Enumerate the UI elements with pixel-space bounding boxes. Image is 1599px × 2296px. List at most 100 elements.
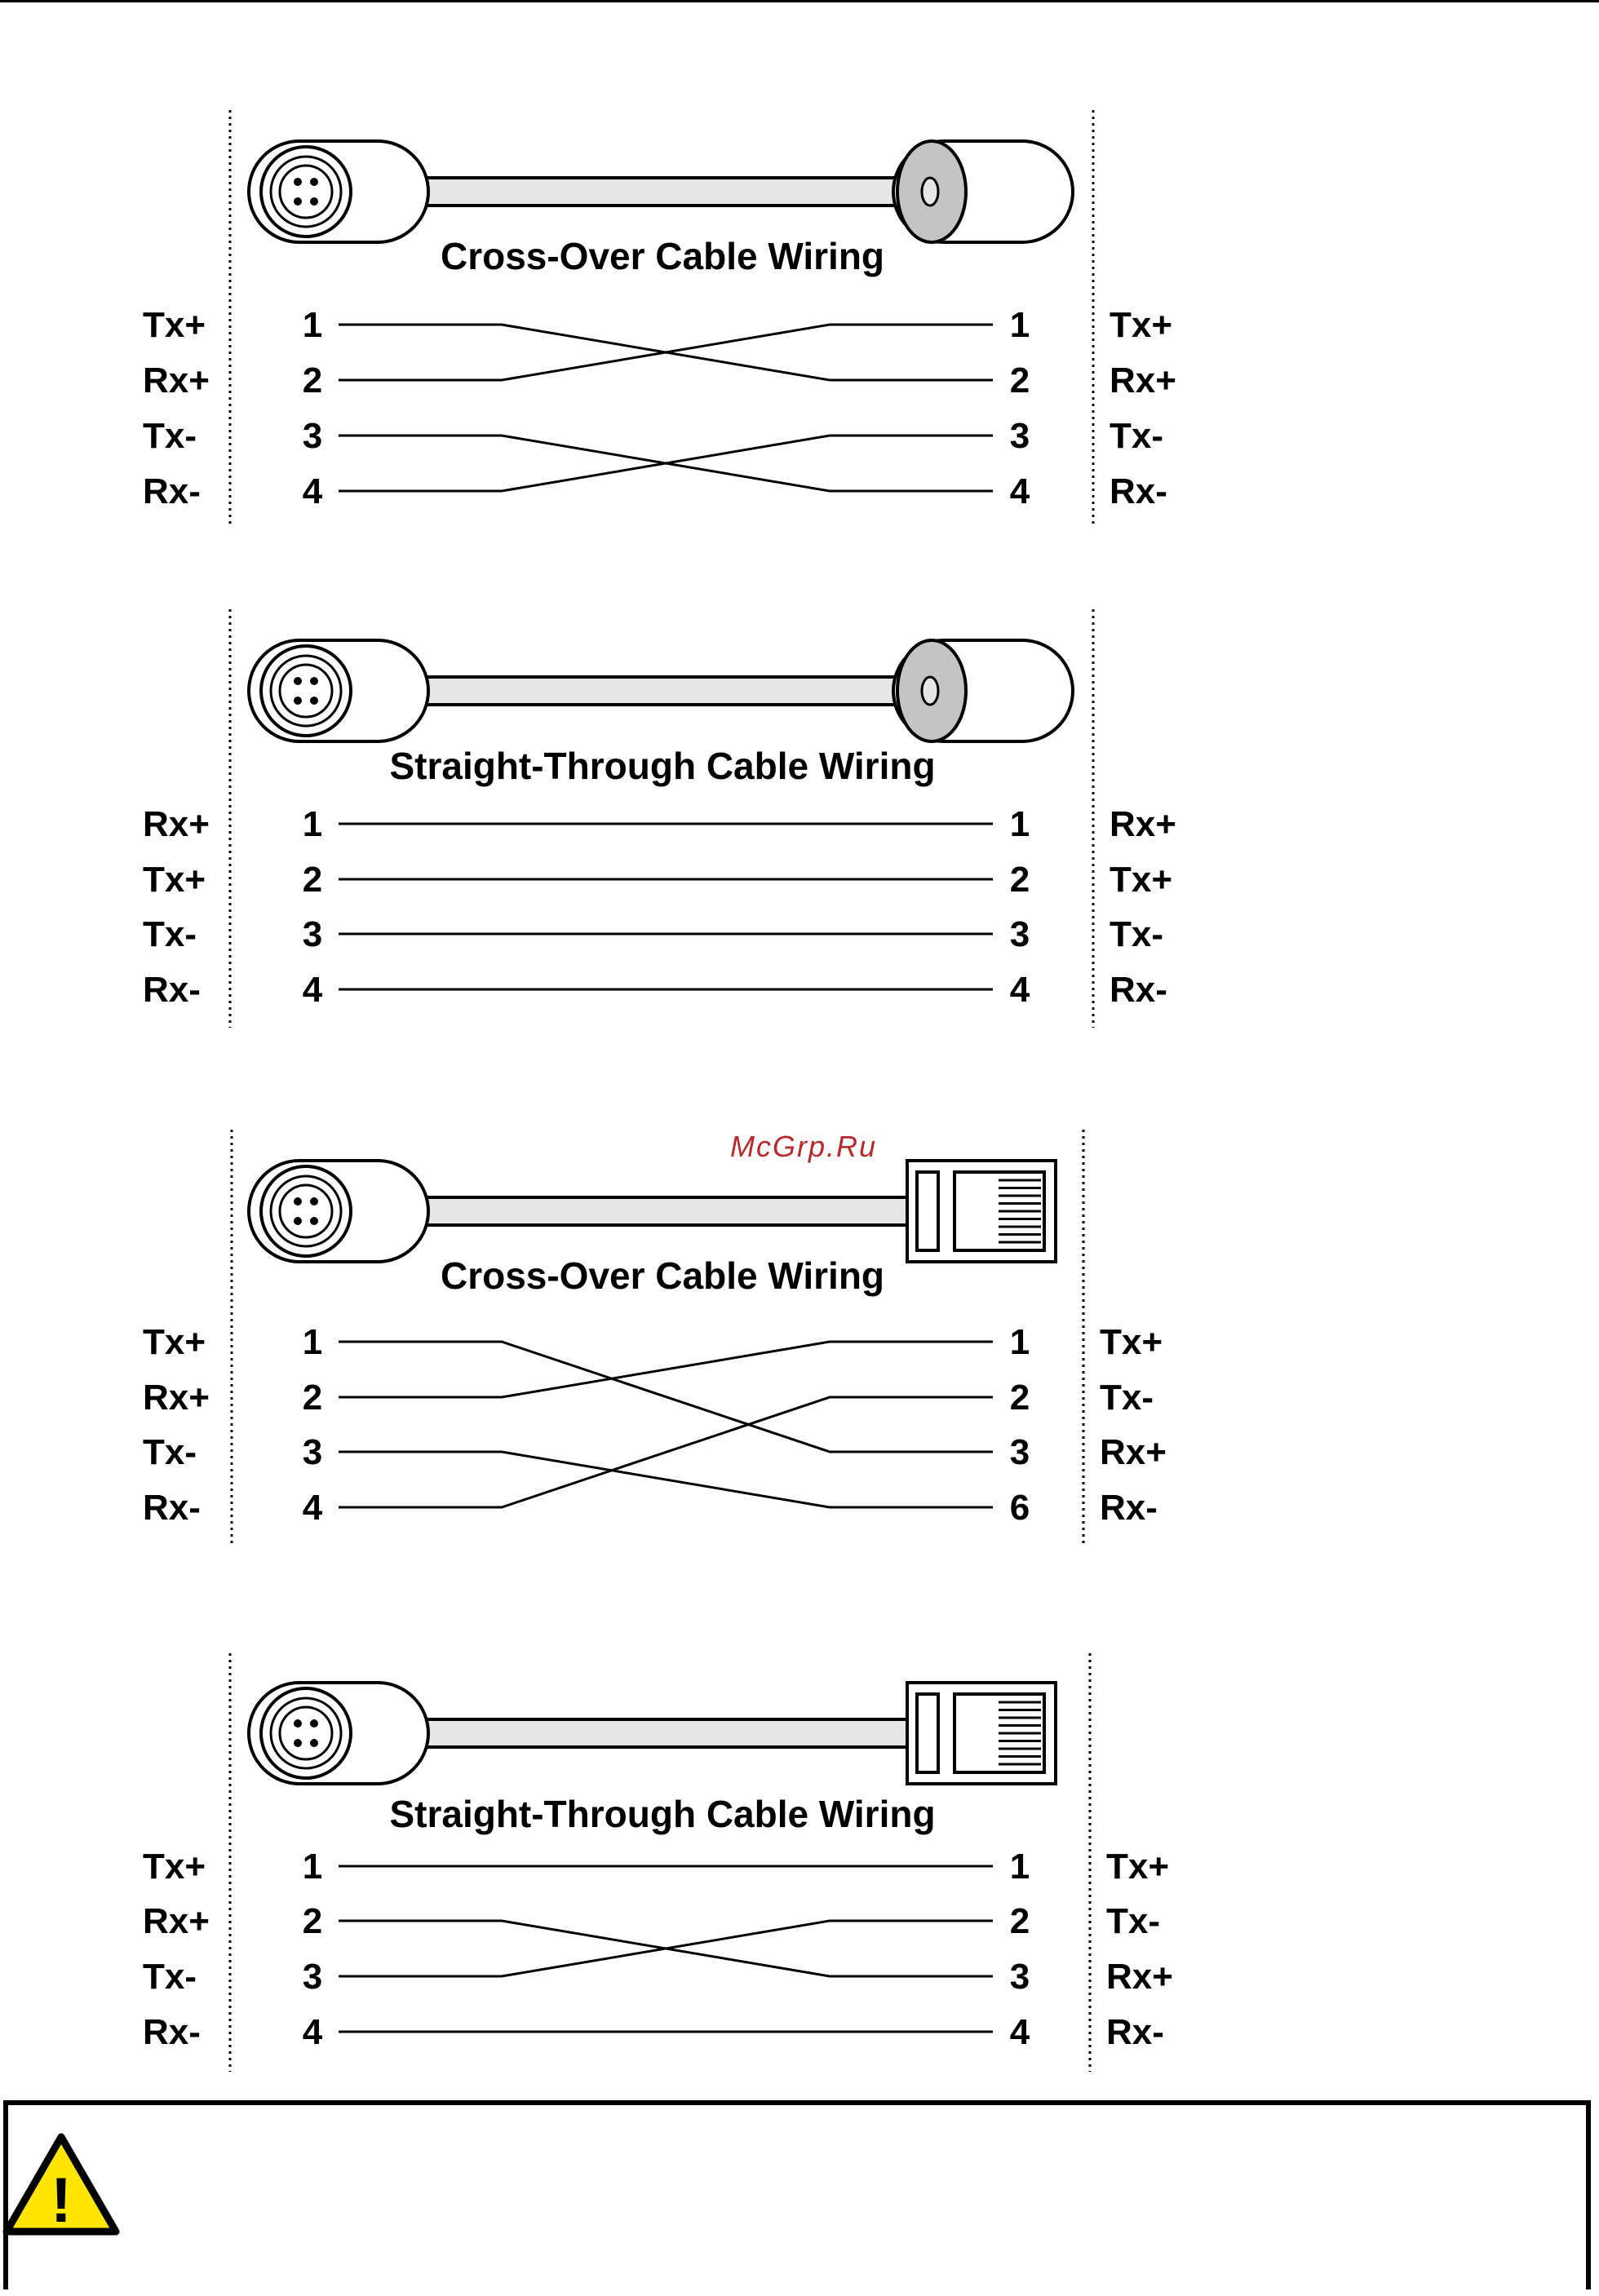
warning-symbol: !: [51, 2164, 72, 2236]
wire: [339, 1450, 993, 1509]
wire: [339, 1919, 993, 1978]
signal-label-right: Tx+: [1110, 305, 1172, 345]
pin-label-left: 4: [303, 471, 323, 511]
signal-label-left: Tx-: [143, 1432, 197, 1472]
signal-label-left: Tx+: [143, 1322, 206, 1362]
diagram-title: Cross-Over Cable Wiring: [441, 1254, 884, 1297]
signal-label-right: Tx+: [1106, 1847, 1169, 1887]
signal-label-right: Rx+: [1110, 804, 1176, 844]
connector-pin-dot: [310, 677, 318, 685]
connector-pin-dot: [294, 178, 302, 186]
signal-label-left: Rx+: [143, 1378, 210, 1418]
pin-label-right: 1: [1010, 804, 1030, 844]
wire: [339, 1396, 993, 1509]
signal-label-right: Tx+: [1110, 860, 1172, 900]
pin-label-right: 3: [1010, 1957, 1030, 1997]
diagram-title: Straight-Through Cable Wiring: [389, 1793, 935, 1835]
connector-face-inner: [278, 164, 334, 219]
connector-key: [308, 1728, 319, 1738]
pin-label-right: 2: [1010, 361, 1030, 400]
signal-label-left: Tx-: [143, 416, 197, 456]
signal-label-right: Rx-: [1100, 1488, 1158, 1528]
top-rule: [0, 0, 1599, 2]
pin-label-left: 3: [303, 1432, 322, 1472]
watermark: McGrp.Ru: [730, 1130, 877, 1163]
pin-label-right: 1: [1010, 305, 1030, 345]
pin-label-left: 4: [303, 1488, 323, 1528]
connector-pin-dot: [294, 1197, 302, 1206]
cable: [423, 1718, 911, 1749]
pin-label-right: 6: [1010, 1488, 1030, 1528]
rj45-latch: [915, 1170, 940, 1252]
pin-label-left: 1: [303, 1322, 322, 1362]
connector-face-inner: [278, 1183, 334, 1239]
pin-label-left: 1: [303, 1847, 322, 1887]
connector-face-inner: [278, 1705, 334, 1761]
pin-label-right: 2: [1010, 1901, 1030, 1941]
connector-face-inner: [278, 663, 334, 719]
connector-pin-dot: [310, 1197, 318, 1206]
signal-label-left: Rx+: [143, 361, 210, 400]
connector-pin-dot: [310, 1719, 318, 1728]
diagram-title: Straight-Through Cable Wiring: [389, 745, 935, 787]
signal-label-right: Tx-: [1100, 1378, 1154, 1418]
pin-label-left: 3: [303, 1957, 322, 1997]
pin-label-left: 1: [303, 804, 322, 844]
connector-key: [308, 686, 319, 696]
signal-label-left: Rx-: [143, 471, 201, 511]
connector-key: [308, 1206, 319, 1216]
pin-label-right: 3: [1010, 1432, 1030, 1472]
connector-pin-dot: [294, 677, 302, 685]
pin-label-left: 1: [303, 305, 322, 345]
signal-label-left: Tx+: [143, 1847, 206, 1887]
signal-label-left: Tx+: [143, 305, 206, 345]
pin-label-left: 2: [303, 1901, 322, 1941]
signal-label-right: Rx+: [1100, 1432, 1167, 1472]
wire: [339, 323, 993, 382]
connector-pin-dot: [294, 1739, 302, 1747]
rj45-latch: [915, 1692, 940, 1774]
signal-label-left: Tx+: [143, 860, 206, 900]
signal-label-left: Rx-: [143, 970, 201, 1010]
pin-label-right: 4: [1010, 970, 1030, 1010]
connector-pin-dot: [310, 697, 318, 705]
signal-label-left: Tx-: [143, 914, 197, 954]
pin-label-right: 1: [1010, 1322, 1030, 1362]
signal-label-right: Tx-: [1106, 1901, 1160, 1941]
signal-label-right: Tx-: [1110, 416, 1163, 456]
connector-pin-dot: [294, 197, 302, 206]
pin-label-right: 4: [1010, 471, 1030, 511]
signal-label-right: Tx+: [1100, 1322, 1163, 1362]
signal-label-right: Rx+: [1110, 361, 1176, 400]
wire: [339, 1340, 993, 1399]
pin-label-left: 3: [303, 914, 322, 954]
cable: [423, 1196, 911, 1227]
wire: [339, 434, 993, 493]
connector-pin-dot: [294, 697, 302, 705]
cable: [423, 176, 932, 207]
connector-pin-dot: [310, 1217, 318, 1225]
connector-pin-dot: [294, 1719, 302, 1728]
connector-pin-dot: [294, 1217, 302, 1225]
signal-label-right: Rx-: [1110, 970, 1167, 1010]
signal-label-left: Rx-: [143, 2012, 201, 2052]
pin-label-left: 4: [303, 970, 323, 1010]
signal-label-right: Rx-: [1110, 471, 1167, 511]
signal-label-left: Rx+: [143, 1901, 210, 1941]
pin-label-left: 2: [303, 361, 322, 400]
pin-label-right: 4: [1010, 2012, 1030, 2052]
warning-triangle-icon: !: [2, 2133, 120, 2236]
signal-label-right: Rx-: [1106, 2012, 1164, 2052]
signal-label-right: Tx-: [1110, 914, 1163, 954]
signal-label-left: Rx-: [143, 1488, 201, 1528]
cable: [423, 675, 932, 706]
pin-label-right: 3: [1010, 914, 1030, 954]
pin-label-left: 2: [303, 1378, 322, 1418]
pin-label-left: 4: [303, 2012, 323, 2052]
diagram-title: Cross-Over Cable Wiring: [441, 235, 884, 277]
pin-label-right: 1: [1010, 1847, 1030, 1887]
